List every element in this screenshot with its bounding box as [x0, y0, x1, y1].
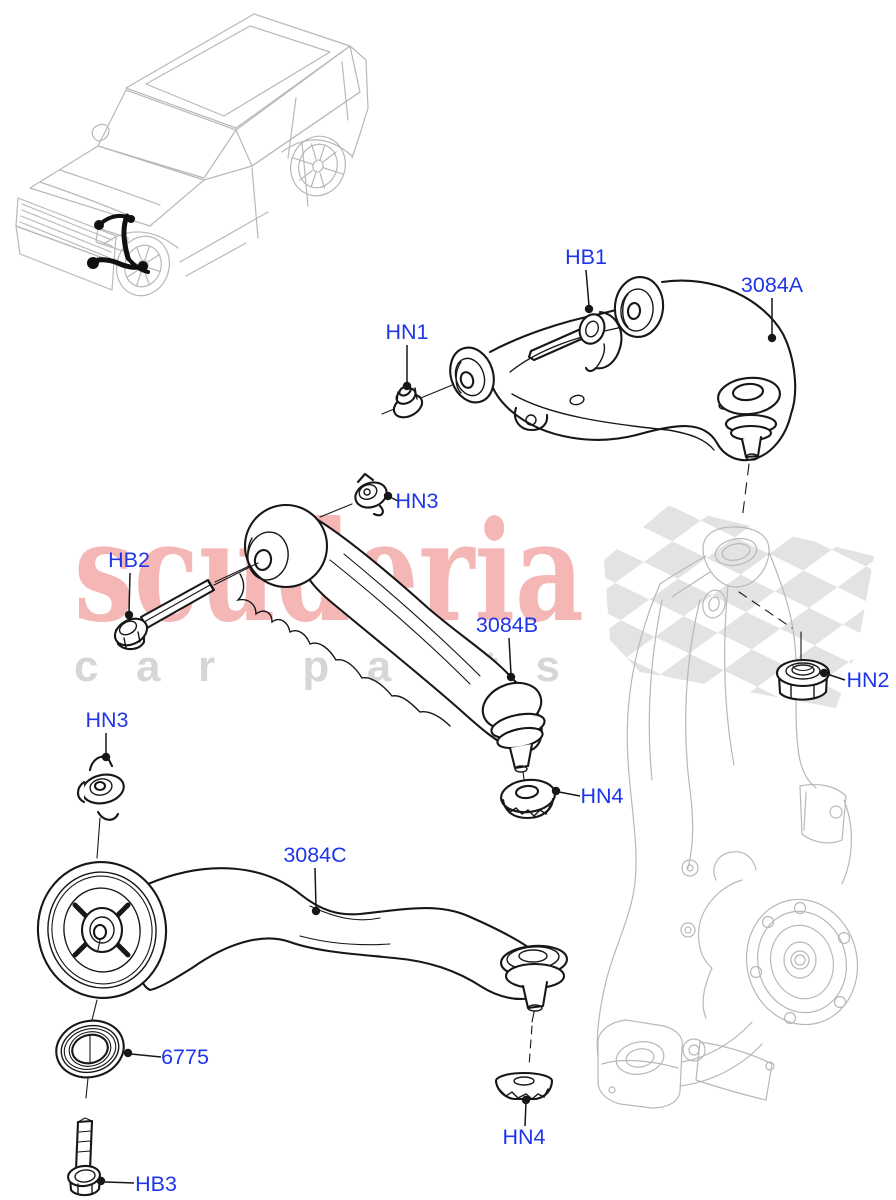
- nut-hn2: [775, 658, 831, 701]
- callout-label-3084b-lower-control-arm[interactable]: 3084B: [476, 613, 538, 637]
- callout-label-3084a-upper-control-arm[interactable]: 3084A: [741, 273, 804, 297]
- washer-6775: [55, 1019, 125, 1099]
- callout-leader-hb2-4: [128, 572, 131, 613]
- nut-washer-hn4-lower: [494, 1071, 554, 1101]
- callout-dot-hb3-12: [96, 1176, 106, 1186]
- callout-leader-3084c-9: [314, 867, 317, 909]
- callout-dot-hn3-7: [101, 752, 111, 762]
- callout-dot-3084c-9: [311, 906, 321, 916]
- bolt-hb1: [527, 310, 623, 373]
- bolt-hb3: [67, 1117, 102, 1197]
- nut-hn1: [392, 385, 424, 419]
- nut-washer-hn4-upper: [500, 778, 556, 820]
- callout-label-hn1-nut[interactable]: HN1: [385, 320, 428, 344]
- callout-dot-hn1-2: [402, 381, 412, 391]
- callout-leader-hn4-8: [558, 791, 581, 797]
- lower-control-arm-3084B: [214, 503, 546, 787]
- callout-dot-hn4-11: [521, 1095, 531, 1105]
- callout-dot-hn2-6: [819, 668, 829, 678]
- callout-leader-hb3-12: [104, 1181, 135, 1184]
- callout-leader-hn4-11: [524, 1101, 527, 1127]
- callout-label-hn3-lock-nut[interactable]: HN3: [85, 708, 128, 732]
- steering-knuckle-sketch: [596, 526, 859, 1109]
- lock-nut-hn3-upper: [319, 472, 388, 518]
- callout-label-6775-washer[interactable]: 6775: [161, 1045, 209, 1069]
- callout-leader-6775-10: [130, 1053, 162, 1058]
- lock-nut-hn3-lower: [76, 755, 125, 859]
- checkered-flag-watermark: [604, 506, 874, 708]
- callout-label-hn2-nut[interactable]: HN2: [846, 668, 889, 692]
- callout-dot-hb2-4: [124, 610, 134, 620]
- vehicle-suspension-highlight: [87, 213, 150, 274]
- callout-label-hb1-bolt[interactable]: HB1: [565, 245, 607, 269]
- bolt-hb2: [113, 562, 259, 651]
- callout-dot-hn4-8: [551, 786, 561, 796]
- callout-dot-6775-10: [123, 1048, 133, 1058]
- callout-label-hn4-nut-washer[interactable]: HN4: [502, 1125, 545, 1149]
- callout-leader-hn2-6: [826, 673, 846, 681]
- callout-label-hb3-bolt[interactable]: HB3: [135, 1172, 177, 1196]
- vehicle-sketch: [15, 13, 369, 297]
- callout-dot-3084a-1: [767, 333, 777, 343]
- upper-control-arm-3084A: [381, 276, 802, 665]
- callout-leader-3084b-5: [508, 637, 512, 675]
- callout-label-hn4-nut-washer[interactable]: HN4: [580, 784, 623, 808]
- lower-control-arm-3084C: [36, 861, 568, 1067]
- callout-leader-hb1-0: [585, 269, 590, 307]
- callout-layer: HB13084AHN1HN3HB23084BHN2HN3HN43084C6775…: [85, 245, 889, 1196]
- callout-dot-3084b-5: [506, 672, 516, 682]
- callout-label-hb2-bolt[interactable]: HB2: [108, 548, 150, 572]
- callout-dot-hb1-0: [584, 304, 594, 314]
- callout-label-3084c-lower-control-arm[interactable]: 3084C: [283, 843, 346, 867]
- callout-dot-hn3-3: [383, 491, 393, 501]
- callout-label-hn3-lock-nut[interactable]: HN3: [395, 489, 438, 513]
